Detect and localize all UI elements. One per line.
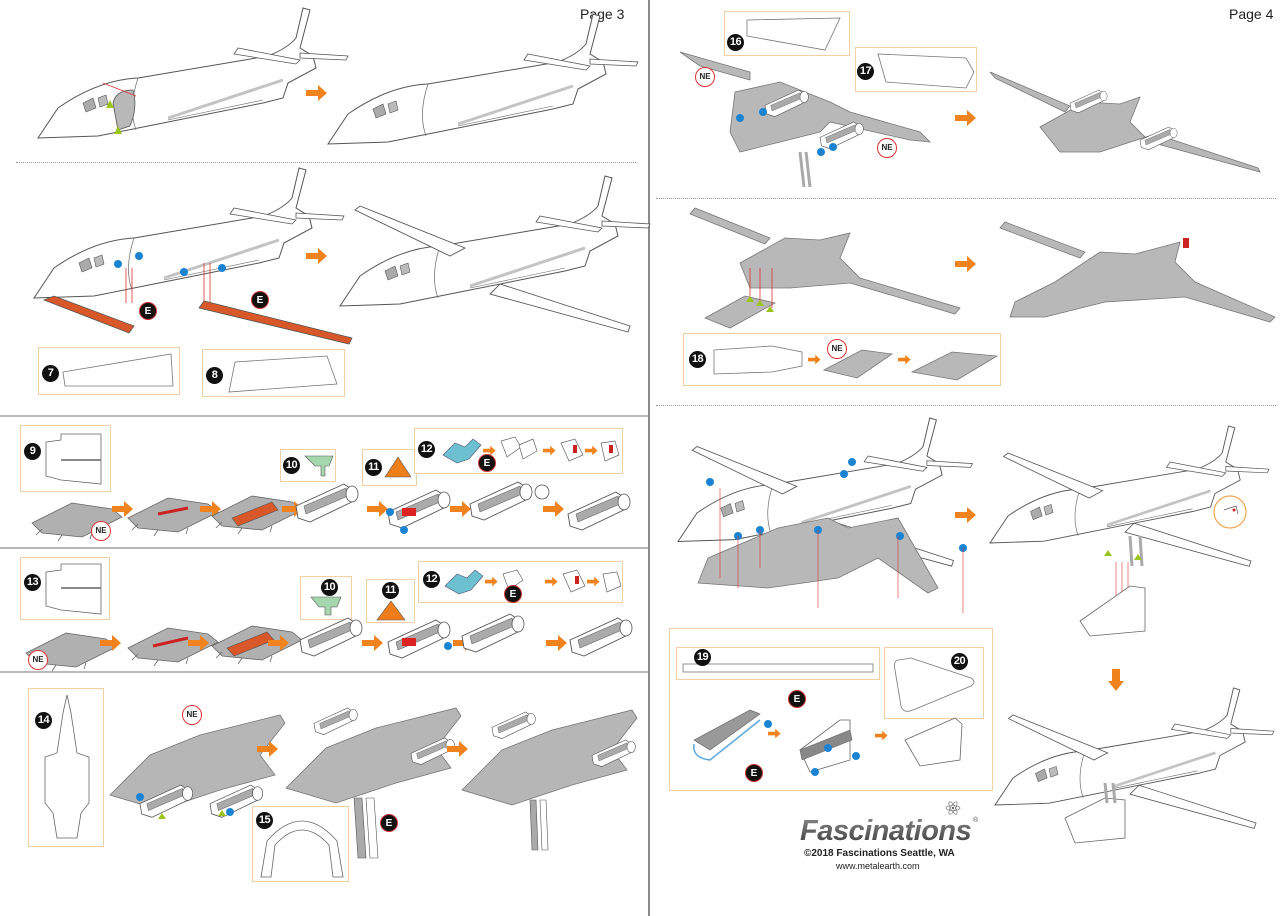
arrow-right-icon <box>543 501 564 517</box>
step-number-10: 10 <box>321 579 338 596</box>
final-result-illustration <box>990 426 1280 637</box>
step-number-17: 17 <box>857 63 874 80</box>
step-number-13: 13 <box>24 574 41 591</box>
no-etch-marker: NE <box>695 67 715 87</box>
no-etch-marker: NE <box>28 650 48 670</box>
step-11-callout <box>362 449 417 486</box>
arrow-right-icon <box>955 507 976 523</box>
final-assembly-illustration <box>678 418 978 613</box>
no-etch-marker: NE <box>827 339 847 359</box>
step-number-16: 16 <box>727 34 744 51</box>
step-16-callout <box>724 11 850 56</box>
wing-attach-result-illustration <box>989 71 1261 173</box>
section-divider <box>0 671 648 673</box>
pod-illustration <box>295 483 359 523</box>
arrow-right-icon <box>362 635 383 651</box>
etch-marker: E <box>745 764 763 782</box>
step-number-18: 18 <box>689 351 706 368</box>
step-cockpit-assembly-illustration <box>36 6 350 140</box>
etch-marker: E <box>504 585 522 603</box>
step-wing-result-illustration <box>340 176 640 336</box>
tray-fold-illustration <box>127 497 219 537</box>
step-number-11: 11 <box>365 459 382 476</box>
etch-marker: E <box>251 291 269 309</box>
no-etch-marker: NE <box>182 705 202 725</box>
completed-model-illustration <box>995 688 1275 844</box>
step-number-12: 12 <box>418 441 435 458</box>
section-divider <box>656 198 1276 199</box>
registered-mark: ® <box>973 817 979 824</box>
brand-logo: Fascinations <box>800 815 972 847</box>
plate-with-stand-illustration <box>285 707 462 859</box>
step-wing-assembly-illustration <box>32 166 353 345</box>
tray-tubes-illustration <box>211 495 303 535</box>
pod-connected-illustration <box>469 481 550 521</box>
arrow-down-icon <box>1108 669 1124 691</box>
step-number-20: 20 <box>951 653 968 670</box>
arrow-right-icon <box>955 110 976 126</box>
arrow-right-icon <box>188 635 209 651</box>
step-number-15: 15 <box>256 812 273 829</box>
tail-plate-result-illustration <box>999 221 1276 323</box>
step-number-19: 19 <box>694 649 711 666</box>
section-divider <box>656 405 1276 406</box>
plate-assembly-illustration <box>109 714 286 819</box>
step-13-callout <box>20 557 110 620</box>
step-number-12: 12 <box>423 571 440 588</box>
arrow-right-icon <box>546 635 567 651</box>
step-12-callout <box>414 428 623 474</box>
tail-plate-assembly-illustration <box>689 207 961 329</box>
step-cockpit-result-illustration <box>326 12 640 146</box>
etch-marker: E <box>139 302 157 320</box>
arrow-right-icon <box>367 501 388 517</box>
step-8-callout <box>202 349 345 397</box>
arrow-right-icon <box>306 248 327 264</box>
base-assembly-illustration <box>693 709 963 776</box>
step-12-callout <box>418 561 623 603</box>
step-number-7: 7 <box>42 365 59 382</box>
arrow-right-icon <box>306 85 327 101</box>
arrow-right-icon <box>268 635 289 651</box>
pod-red-illustration <box>387 619 452 659</box>
pod-red-illustration <box>386 489 451 534</box>
step-17-callout <box>855 47 977 92</box>
arrow-right-icon <box>257 741 278 757</box>
page-3-label: Page 3 <box>580 6 625 22</box>
arrow-right-icon <box>100 635 121 651</box>
step-7-callout <box>38 347 180 395</box>
pod-final-illustration <box>569 617 633 657</box>
no-etch-marker: NE <box>877 138 897 158</box>
section-divider <box>0 415 648 417</box>
step-number-8: 8 <box>206 367 223 384</box>
arrow-right-icon <box>955 256 976 272</box>
etch-marker: E <box>380 814 398 832</box>
arrow-right-icon <box>450 501 471 517</box>
pod-final-illustration <box>567 491 631 531</box>
step-number-11: 11 <box>382 582 399 599</box>
page-4-label: Page 4 <box>1229 6 1274 22</box>
tray-fold-illustration <box>127 627 219 667</box>
step-number-9: 9 <box>24 443 41 460</box>
section-divider <box>0 547 648 549</box>
plate-result-illustration <box>461 709 638 851</box>
pod-connected-illustration <box>461 613 525 653</box>
wing-attach-illustration <box>679 51 932 188</box>
step-number-14: 14 <box>35 712 52 729</box>
step-10-callout <box>280 449 336 482</box>
etch-marker: E <box>788 690 806 708</box>
copyright-text: ©2018 Fascinations Seattle, WA <box>804 848 955 859</box>
no-etch-marker: NE <box>91 521 111 541</box>
website-link[interactable]: www.metalearth.com <box>836 861 920 871</box>
step-19-callout <box>676 647 880 680</box>
atom-icon <box>945 801 961 815</box>
step-number-10: 10 <box>283 457 300 474</box>
page-divider <box>648 0 650 916</box>
etch-marker: E <box>478 454 496 472</box>
section-divider <box>16 162 636 163</box>
